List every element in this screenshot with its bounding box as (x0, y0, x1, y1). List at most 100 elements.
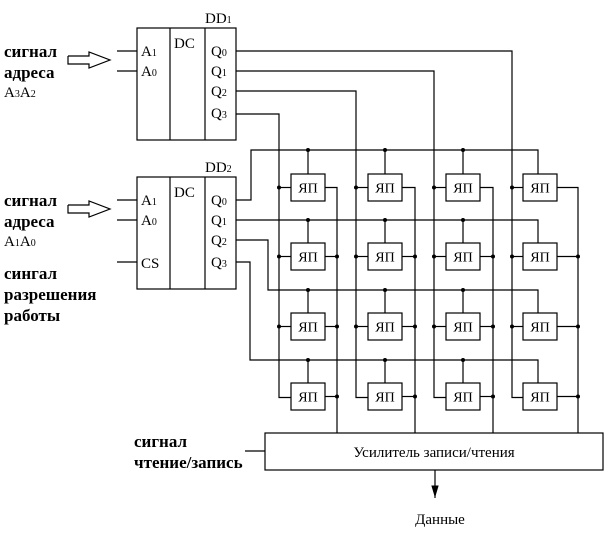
arrow-down-icon (431, 485, 439, 498)
dd2-input-cs: CS (141, 256, 159, 272)
enable-label-2: разрешения (4, 285, 96, 304)
dd2-signal-label-1: сигнал (4, 191, 58, 210)
junction-dot (306, 358, 310, 362)
junction-dot (354, 185, 358, 190)
dd1-signal-label-2: адреса (4, 63, 55, 82)
decoder-dd2: DD2 DC A1 A0 CS Q0 Q1 Q2 Q3 сигнал адрес… (4, 160, 237, 325)
junction-dot (510, 185, 514, 190)
dd2-output-q1: Q1 (211, 213, 227, 229)
junction-dot (432, 254, 436, 259)
enable-label-3: работы (4, 306, 60, 325)
junction-dot (576, 254, 580, 259)
dd1-output-q0: Q0 (211, 44, 227, 60)
junction-dot (277, 185, 281, 190)
memory-cell-label: ЯП (530, 391, 549, 406)
junction-dot (461, 218, 465, 222)
memory-cell-label: ЯП (530, 182, 549, 197)
enable-label-1: сингал (4, 264, 58, 283)
junction-dot (491, 394, 495, 399)
junction-dot (576, 324, 580, 329)
memory-cell-label: ЯП (453, 251, 472, 266)
column-select-line (236, 50, 523, 399)
junction-dot (432, 324, 436, 329)
memory-cell (367, 242, 403, 271)
data-label: Данные (415, 512, 465, 528)
row-select-line (236, 239, 539, 313)
memory-cell (290, 242, 326, 271)
column-select-line (236, 70, 446, 399)
data-output-line (480, 186, 494, 433)
junction-dot (461, 358, 465, 362)
dd2-output-q0: Q0 (211, 193, 227, 209)
dd1-output-q1: Q1 (211, 64, 227, 80)
junction-dot (383, 148, 387, 152)
memory-cell (445, 242, 481, 271)
memory-cell (445, 173, 481, 202)
memory-cell (445, 382, 481, 411)
amplifier-label: Усилитель записи/чтения (353, 445, 514, 461)
junction-dot (461, 288, 465, 292)
memory-cell-label: ЯП (298, 182, 317, 197)
dd1-signal-address: A3A2 (4, 85, 36, 101)
memory-cell (290, 382, 326, 411)
junction-dot (335, 394, 339, 399)
memory-cell-label: ЯП (453, 321, 472, 336)
junction-dot (413, 254, 417, 259)
junction-dot (461, 148, 465, 152)
memory-cell-label: ЯП (530, 321, 549, 336)
dd1-output-q3: Q3 (211, 106, 227, 122)
memory-cell (367, 312, 403, 341)
junction-dot (335, 324, 339, 329)
dd2-input-a1: A1 (141, 193, 157, 209)
junction-dot (491, 324, 495, 329)
read-write-amplifier: Усилитель записи/чтения сигнал чтение/за… (134, 432, 604, 528)
dd2-signal-label-2: адреса (4, 212, 55, 231)
memory-cell-label: ЯП (453, 182, 472, 197)
junction-dot (354, 254, 358, 259)
memory-cell (522, 242, 558, 271)
memory-cell-label: ЯП (298, 321, 317, 336)
memory-cell-label: ЯП (530, 251, 549, 266)
row-select-line (236, 149, 539, 201)
memory-cell (522, 312, 558, 341)
memory-cell (290, 173, 326, 202)
bus-arrow-icon (67, 51, 112, 69)
junction-dot (277, 254, 281, 259)
dd2-output-q3: Q3 (211, 255, 227, 271)
bus-arrow-icon (67, 200, 112, 218)
data-output-line (325, 186, 338, 433)
memory-cell-label: ЯП (375, 391, 394, 406)
dd2-signal-address: A1A0 (4, 234, 36, 250)
junction-dot (383, 358, 387, 362)
memory-cell (445, 312, 481, 341)
memory-cell (367, 382, 403, 411)
row-select-line (236, 261, 539, 383)
junction-dot (383, 218, 387, 222)
memory-cell (290, 312, 326, 341)
data-output-line (402, 186, 416, 433)
junction-dot (432, 185, 436, 190)
memory-cell-label: ЯП (375, 321, 394, 336)
memory-cell-label: ЯП (453, 391, 472, 406)
dd1-title: DD1 (205, 11, 232, 27)
memory-cell-label: ЯП (375, 251, 394, 266)
junction-dot (306, 218, 310, 222)
memory-cell-label: ЯП (298, 391, 317, 406)
memory-cell-label: ЯП (298, 251, 317, 266)
dd1-signal-label-1: сигнал (4, 42, 58, 61)
junction-dot (354, 324, 358, 329)
dd1-input-a1: A1 (141, 44, 157, 60)
junction-dot (491, 254, 495, 259)
dd2-output-q2: Q2 (211, 233, 227, 249)
dd1-type: DC (174, 36, 195, 52)
junction-dot (510, 254, 514, 259)
junction-dot (413, 324, 417, 329)
junction-dot (277, 324, 281, 329)
column-select-line (236, 90, 368, 399)
junction-dot (576, 394, 580, 399)
decoder-dd1: DD1 DC A1 A0 Q0 Q1 Q2 Q3 сигнал адреса A… (4, 11, 237, 141)
wiring (236, 50, 580, 433)
rw-signal-label-1: сигнал (134, 432, 188, 451)
junction-dot (510, 324, 514, 329)
